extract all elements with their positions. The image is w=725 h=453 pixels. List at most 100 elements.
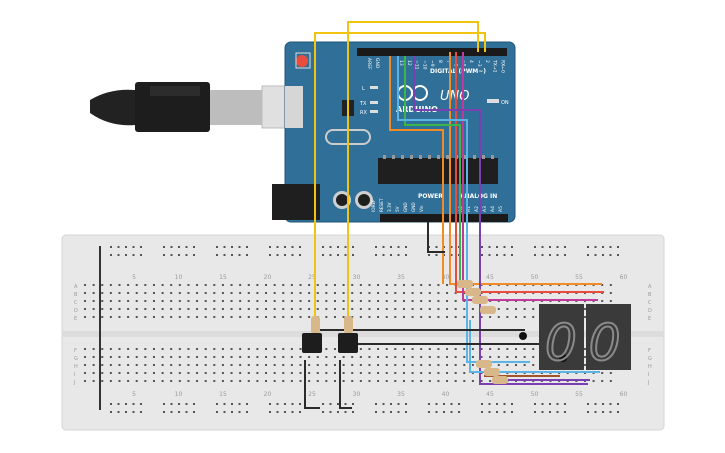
column-number: 50 [531, 274, 539, 281]
wires [304, 21, 604, 409]
digital-pin-label: 4 [468, 60, 474, 63]
digital-pin-label: 2 [484, 60, 490, 63]
power-label: POWER [418, 193, 443, 200]
power-pin-label: IOREF [371, 199, 376, 212]
power-pin-label: GND [411, 202, 416, 212]
column-number: 45 [486, 391, 494, 398]
row-letter: F [74, 348, 77, 354]
digital-pin-label: 13 [398, 60, 404, 66]
display-digits: 00 [545, 314, 633, 372]
column-number: 55 [575, 391, 583, 398]
tx-label: TX [359, 101, 367, 107]
digital-pin-label: 12 [406, 60, 412, 66]
column-number: 35 [397, 274, 405, 281]
row-letter: J [647, 380, 649, 386]
analog-pin-label: A5 [498, 206, 504, 212]
wire-green [404, 56, 461, 288]
column-number: 60 [620, 391, 628, 398]
power-pin-label: GND [403, 202, 408, 212]
row-letter: B [74, 292, 78, 298]
usb-cable [90, 82, 303, 132]
column-number: 10 [175, 391, 183, 398]
row-letter: A [74, 284, 78, 290]
seven-segment-display: 00 [519, 304, 633, 373]
row-letter: G [648, 356, 652, 362]
digital-pin-label: 7 [445, 60, 451, 63]
rx-label: RX [360, 110, 367, 116]
row-letter: I [74, 372, 75, 378]
column-number: 30 [353, 391, 361, 398]
analog-pin-label: A1 [466, 206, 472, 212]
row-letter: G [74, 356, 78, 362]
row-letter: D [648, 308, 652, 314]
digital-pin-label: 8 [437, 60, 443, 63]
analog-pin-label: A4 [490, 206, 496, 212]
column-numbers-bottom: 5 10 15 20 25 30 35 40 45 50 55 60 [132, 391, 627, 398]
power-pin-label: Vin [419, 205, 424, 212]
column-number: 50 [531, 391, 539, 398]
column-number: 40 [442, 274, 450, 281]
digital-pin-label: ~9 [429, 60, 435, 67]
wire-black-4 [339, 360, 352, 409]
row-letter: H [74, 364, 78, 370]
digital-pin-label: RX←0 [499, 60, 505, 73]
column-number: 45 [486, 274, 494, 281]
column-number: 15 [219, 274, 227, 281]
row-letter: C [648, 300, 652, 306]
l-led-label: L [362, 86, 365, 92]
arduino-model: UNO [440, 89, 469, 104]
digital-pin-label: TX→1 [492, 59, 498, 73]
row-letter: J [73, 380, 75, 386]
wire-black-gnd [427, 222, 445, 253]
analog-pin-label: A2 [474, 206, 480, 212]
resistors [311, 280, 508, 384]
arduino-board: ARDUINO UNO DIGITAL (PWM~) ANALOG IN POW… [272, 41, 516, 223]
row-letter: H [648, 364, 652, 370]
on-label: ON [501, 100, 509, 106]
column-number: 20 [264, 274, 272, 281]
column-number: 5 [132, 391, 136, 398]
row-letter: E [648, 316, 651, 322]
row-letter: A [648, 284, 652, 290]
power-pin-label: 3.3V [387, 202, 392, 212]
digital-label: DIGITAL (PWM~) [430, 68, 486, 75]
column-number: 35 [397, 391, 405, 398]
column-number: 55 [575, 274, 583, 281]
row-letter: E [74, 316, 77, 322]
wire-orange [449, 52, 602, 285]
digital-pin-label: ~11 [414, 60, 420, 70]
column-number: 40 [442, 391, 450, 398]
digital-pin-label: ~3 [476, 60, 482, 67]
wire-blue-2 [469, 320, 600, 373]
power-pin-label: 5V [395, 206, 400, 212]
column-number: 5 [132, 274, 136, 281]
header-label: AREF [366, 58, 372, 70]
column-number: 60 [620, 274, 628, 281]
column-number: 20 [264, 391, 272, 398]
wire-orange-2 [389, 56, 444, 284]
transistors [302, 333, 358, 353]
analog-label: ANALOG IN [460, 193, 497, 200]
row-letter: F [648, 348, 651, 354]
column-number: 15 [219, 391, 227, 398]
digital-pin-label: ~10 [421, 60, 427, 70]
analog-pin-label: A3 [482, 206, 488, 212]
column-number: 30 [353, 274, 361, 281]
wire-yellow-2 [347, 21, 479, 318]
row-letter: I [648, 372, 649, 378]
column-number: 10 [175, 274, 183, 281]
header-label: GND [374, 58, 380, 69]
row-letter: D [74, 308, 78, 314]
wire-black-3 [304, 360, 320, 409]
row-letter: B [648, 292, 652, 298]
column-number: 25 [308, 391, 316, 398]
wire-purple [413, 56, 588, 385]
power-pin-label: RESET [379, 198, 384, 212]
wire-yellow-1 [314, 32, 486, 318]
row-letter: C [74, 300, 78, 306]
